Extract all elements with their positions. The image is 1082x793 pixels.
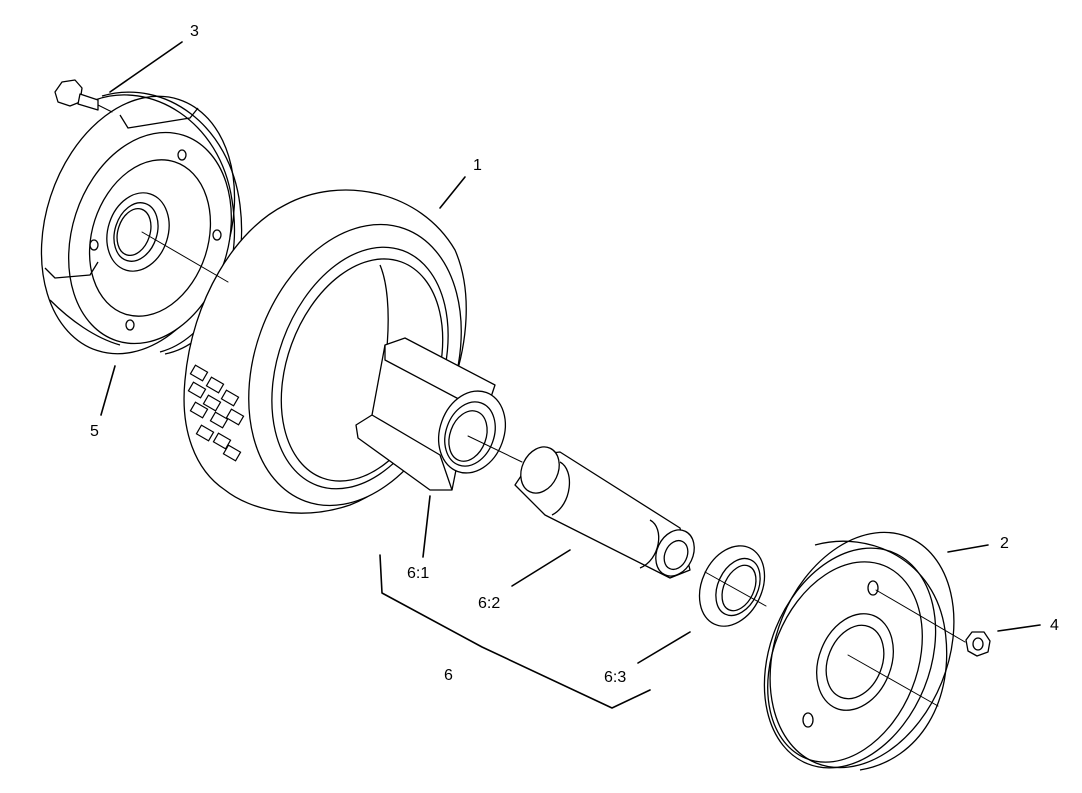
callout-6-3: 6:3 — [604, 669, 626, 686]
axis-lines — [97, 104, 966, 707]
callout-5: 5 — [90, 423, 99, 440]
spacer-tube — [514, 446, 695, 579]
callout-1: 1 — [473, 157, 482, 174]
left-wheel-half — [40, 91, 243, 355]
callout-2: 2 — [1000, 535, 1009, 552]
leader-lines — [100, 41, 1041, 709]
assembly-bracket — [379, 554, 651, 709]
callout-labels: 3 1 5 2 4 6:1 6:2 6:3 6 — [90, 23, 1059, 686]
bearing-housing — [355, 337, 506, 491]
callout-6: 6 — [444, 667, 453, 684]
nut — [965, 631, 991, 657]
callout-4: 4 — [1050, 617, 1059, 634]
bearing-ring — [698, 545, 766, 627]
right-wheel-half — [763, 531, 955, 771]
callout-3: 3 — [190, 23, 199, 40]
callout-6-1: 6:1 — [407, 565, 429, 582]
bolt — [54, 79, 99, 111]
callout-6-2: 6:2 — [478, 595, 500, 612]
